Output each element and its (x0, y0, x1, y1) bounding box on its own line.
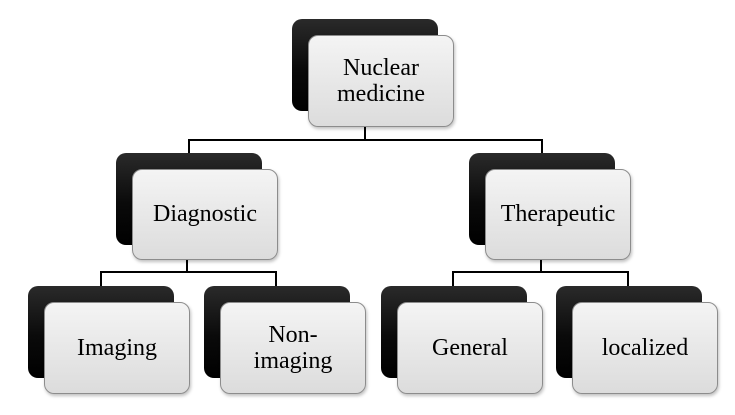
connector-to-diagnostic (188, 139, 190, 155)
connector-level1-bar (188, 139, 543, 141)
connector-diagnostic-down (186, 258, 188, 272)
connector-diagnostic-bar (100, 271, 277, 273)
root-node: Nuclear medicine (308, 35, 454, 127)
diagnostic-node: Diagnostic (132, 169, 278, 260)
therapeutic-node-label: Therapeutic (500, 201, 616, 228)
imaging-node-label: Imaging (77, 334, 157, 361)
localized-node: localized (572, 302, 718, 394)
diagnostic-node-label: Diagnostic (153, 201, 257, 228)
connector-therapeutic-bar (452, 271, 629, 273)
connector-to-therapeutic (541, 139, 543, 155)
connector-therapeutic-down (540, 258, 542, 272)
connector-to-non-imaging (275, 271, 277, 288)
general-node: General (397, 302, 543, 394)
connector-to-localized (627, 271, 629, 288)
non-imaging-node: Non- imaging (220, 302, 366, 394)
root-node-label: Nuclear medicine (337, 54, 425, 107)
connector-root-down (364, 125, 366, 140)
localized-node-label: localized (601, 334, 689, 361)
general-node-label: General (432, 334, 508, 361)
connector-to-imaging (100, 271, 102, 288)
imaging-node: Imaging (44, 302, 190, 394)
non-imaging-node-label: Non- imaging (253, 321, 333, 374)
connector-to-general (452, 271, 454, 288)
therapeutic-node: Therapeutic (485, 169, 631, 260)
